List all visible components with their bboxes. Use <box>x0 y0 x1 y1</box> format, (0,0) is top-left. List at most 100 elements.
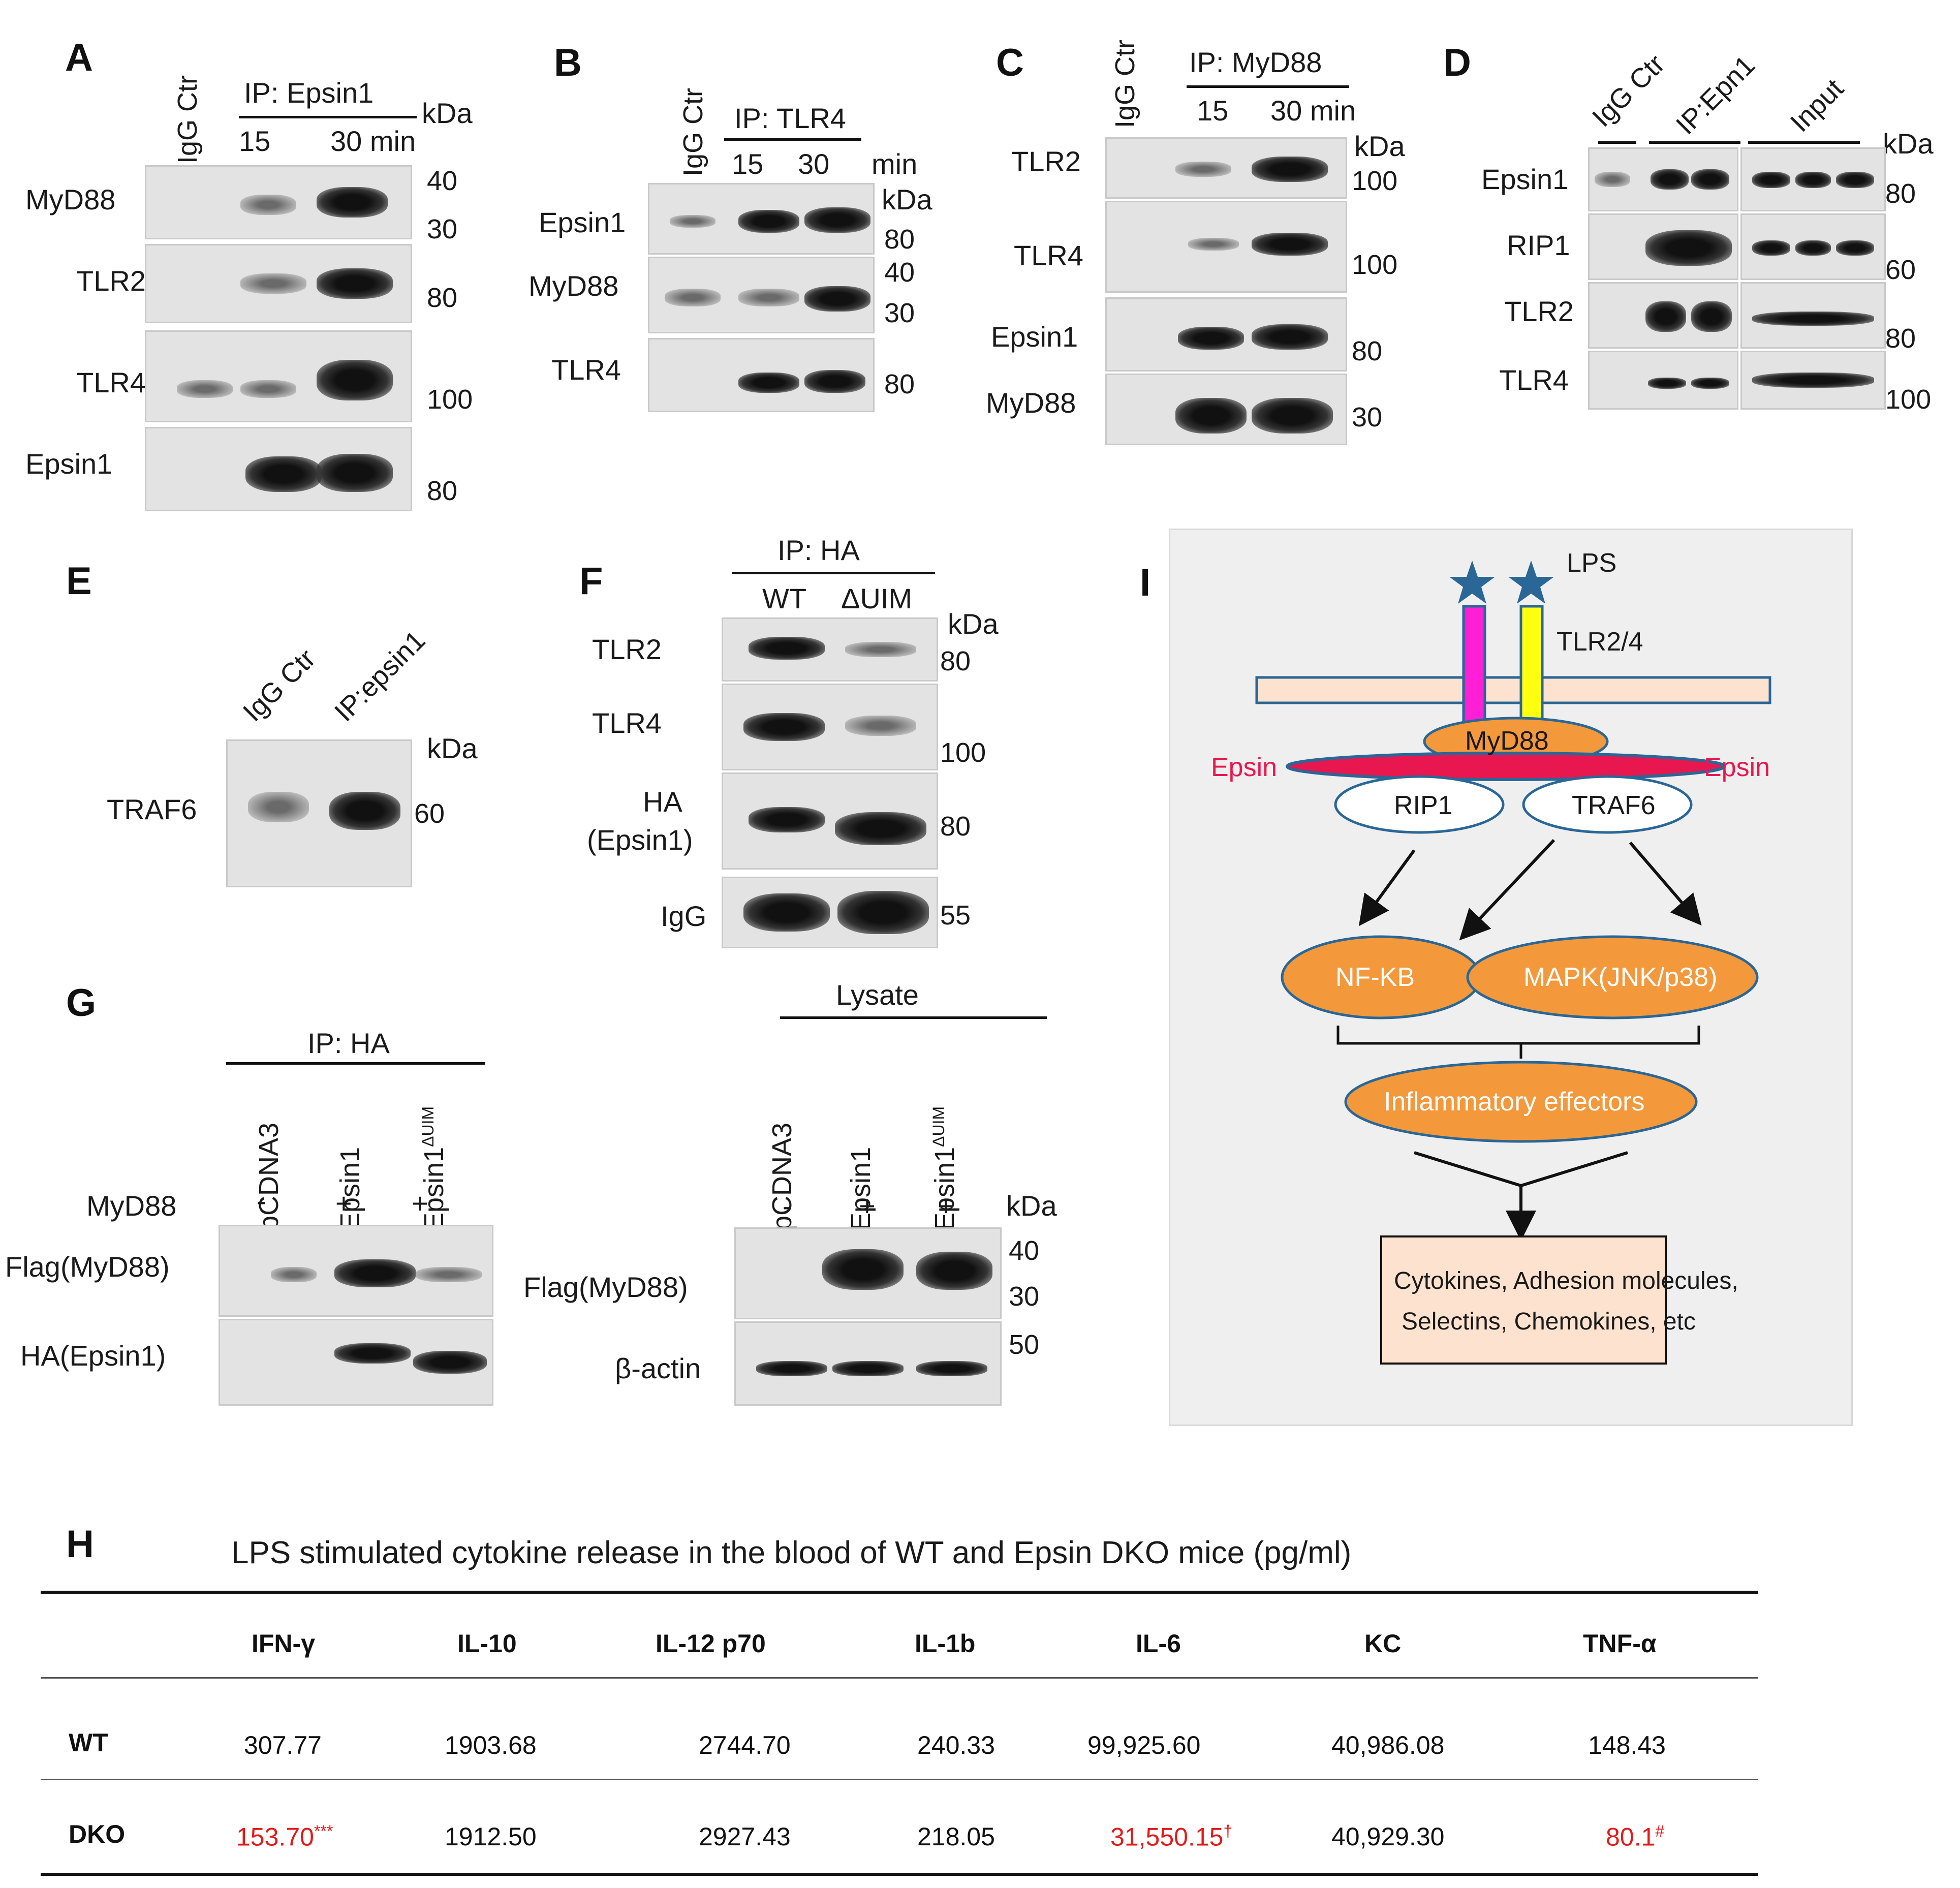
mw-80b: 80 <box>884 369 915 399</box>
sign-1: - <box>257 1185 266 1217</box>
ip-label: IP: HA <box>777 534 860 566</box>
ip-label: IP: HA <box>307 1027 390 1059</box>
row-label-tlr2: TLR2 <box>76 265 146 297</box>
cell-highlight: 31,550.15† <box>1110 1822 1233 1851</box>
epsin-left-label: Epsin <box>1211 753 1278 782</box>
traf6-ellipse <box>1522 775 1693 834</box>
blot-tlr4 <box>648 338 875 412</box>
time-15: 15 <box>1197 95 1229 127</box>
cell: 99,925.60 <box>1087 1731 1201 1759</box>
ip-line <box>226 1062 485 1065</box>
traf6-label: TRAF6 <box>1572 791 1656 820</box>
blot-epsin1-ip <box>1588 147 1738 211</box>
mw-40: 40 <box>884 257 915 288</box>
mw-40: 40 <box>1009 1235 1040 1266</box>
blot-tlr2 <box>722 617 938 682</box>
ip-label: IP: TLR4 <box>734 102 846 134</box>
nfkb-label: NF-KB <box>1335 963 1415 992</box>
cell-highlight: 153.70*** <box>236 1822 333 1851</box>
panel-letter-b: B <box>554 41 582 84</box>
kda-label: kDa <box>882 183 932 215</box>
col-ip-epsin1: IP:epsin1 <box>328 625 431 728</box>
row-label-tlr2: TLR2 <box>592 633 662 665</box>
ip-label: IP: Epsin1 <box>244 77 374 109</box>
kda-label: kDa <box>1006 1190 1057 1222</box>
mw-80: 80 <box>884 224 915 255</box>
col-header-il-6: IL-6 <box>1136 1629 1181 1658</box>
ip-label: IP: MyD88 <box>1189 46 1322 78</box>
lps-star-1 <box>1449 561 1495 604</box>
row-label-flag-myd88: Flag(MyD88) <box>5 1251 170 1283</box>
panel-letter-h: H <box>66 1523 94 1566</box>
line-input <box>1748 141 1860 144</box>
cell: 307.77 <box>244 1731 322 1759</box>
mw-60: 60 <box>1885 255 1916 285</box>
panel-letter-i: I <box>1140 561 1151 604</box>
col-header-ifn-gamma: IFN-γ <box>252 1629 315 1658</box>
arrow-traf6-mapk <box>1629 842 1702 926</box>
tlr-bar-yellow <box>1519 605 1544 740</box>
blot-flag-myd88-lysate <box>734 1227 1002 1319</box>
col-header-il-10: IL-10 <box>457 1629 517 1658</box>
ip-line <box>1187 85 1349 88</box>
mw-80: 80 <box>1352 336 1383 366</box>
mapk-ellipse <box>1466 935 1759 1019</box>
blot-myd88 <box>145 165 412 239</box>
mw-100b: 100 <box>1352 250 1398 280</box>
row-label-flag-myd88-lysate: Flag(MyD88) <box>523 1271 688 1303</box>
outcome-box <box>1380 1235 1667 1365</box>
time-30: 30 min <box>1270 95 1356 127</box>
col-duim: ΔUIM <box>841 582 913 614</box>
row-label-myd88: MyD88 <box>528 270 619 302</box>
bracket-upper <box>1336 1026 1700 1045</box>
mw-80: 80 <box>427 283 458 313</box>
blot-traf6 <box>226 739 412 887</box>
effectors-label: Inflammatory effectors <box>1384 1087 1645 1117</box>
ip-line <box>239 116 417 118</box>
row-label-tlr2: TLR2 <box>1011 145 1081 177</box>
mw-30: 30 <box>1009 1281 1040 1312</box>
col-igg-ctr: IgG Ctr <box>1586 48 1671 133</box>
blot-tlr2-input <box>1740 282 1886 349</box>
lysate-label: Lysate <box>836 979 919 1011</box>
col-header-tnf-alpha: TNF-α <box>1583 1629 1657 1658</box>
myd88-label: MyD88 <box>86 1190 177 1222</box>
blot-myd88 <box>648 257 875 333</box>
row-label-epsin1: Epsin1 <box>539 206 626 238</box>
igg-ctr-label: IgG Ctr <box>678 87 708 176</box>
blot-tlr4-input <box>1740 351 1886 410</box>
mw-80b: 80 <box>427 476 458 506</box>
table-bottom-rule <box>41 1873 1758 1876</box>
mw-55: 55 <box>940 900 971 931</box>
myd88-label: MyD88 <box>1465 726 1549 756</box>
blot-tlr4-ip <box>1588 351 1738 410</box>
blot-beta-actin <box>734 1321 1002 1406</box>
mw-30: 30 <box>884 298 915 328</box>
mw-100: 100 <box>1352 166 1398 196</box>
panel-letter-f: F <box>579 560 603 603</box>
outcome-line1: Cytokines, Adhesion molecules, <box>1394 1267 1738 1294</box>
blot-tlr2-ip <box>1588 282 1738 349</box>
line-igg <box>1598 141 1636 144</box>
row-label-myd88: MyD88 <box>25 183 116 215</box>
mw-80b: 80 <box>1885 323 1916 354</box>
panel-letter-g: G <box>66 981 97 1025</box>
arrow-traf6-nfkb <box>1459 839 1555 941</box>
cell: 1903.68 <box>445 1731 537 1759</box>
sign-3: + <box>412 1187 428 1219</box>
row-label-ha-epsin1: HA(Epsin1) <box>20 1340 166 1372</box>
row-label-rip1: RIP1 <box>1507 229 1570 261</box>
blot-epsin1-input <box>1740 147 1886 211</box>
lysate-line <box>780 1016 1047 1019</box>
time-30: 30 <box>798 148 830 180</box>
blot-ha-epsin1-ip <box>219 1319 493 1406</box>
row-label-epsin1: Epsin1 <box>991 321 1078 353</box>
sign-3-lysate: + <box>938 1190 954 1222</box>
mapk-label: MAPK(JNK/p38) <box>1523 963 1718 992</box>
kda-label: kDa <box>948 608 999 640</box>
panel-letter-d: D <box>1443 41 1471 84</box>
panel-letter-e: E <box>66 560 92 603</box>
mw-60: 60 <box>414 798 445 829</box>
blot-rip1-input <box>1740 213 1886 280</box>
row-label-tlr4: TLR4 <box>76 366 146 398</box>
